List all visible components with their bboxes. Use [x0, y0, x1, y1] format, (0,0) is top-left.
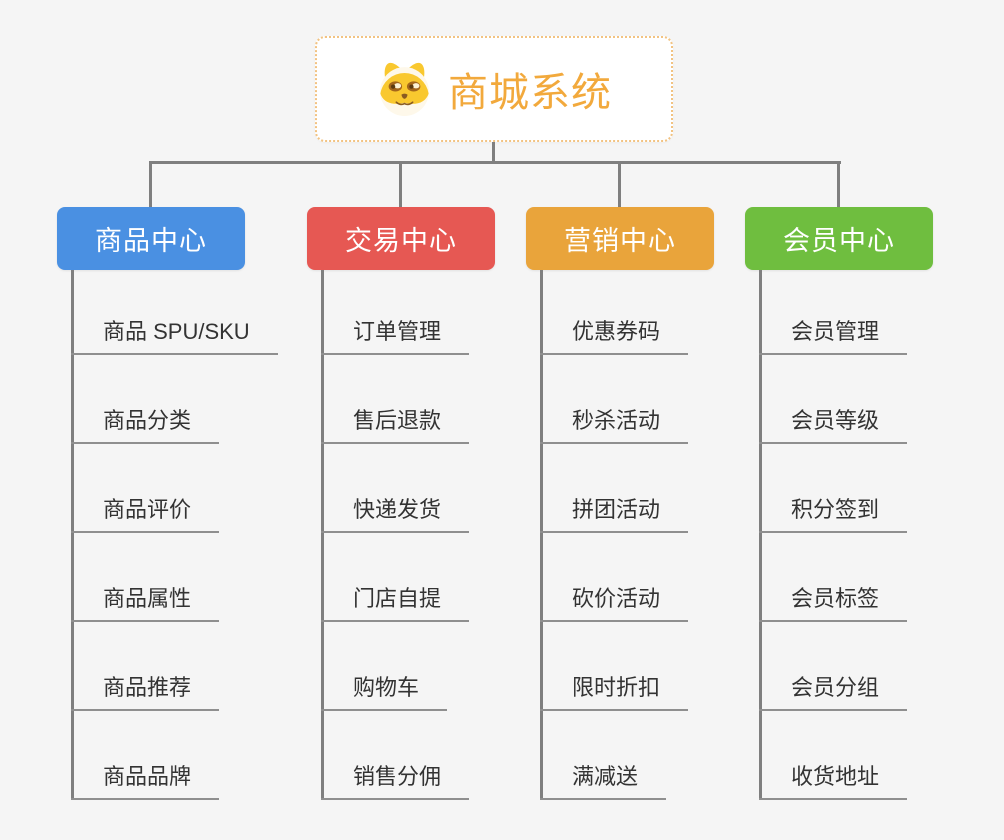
leaf-topic[interactable]: 商品分类: [71, 406, 220, 444]
leaf-topic[interactable]: 快递发货: [321, 495, 470, 533]
leaf-topic[interactable]: 商品属性: [71, 584, 220, 622]
connector-branch-trunk: [759, 270, 762, 800]
doge-face-icon: [380, 62, 429, 116]
connector-branch-trunk: [71, 270, 74, 800]
branch-column: 营销中心 优惠券码秒杀活动拼团活动砍价活动限时折扣满减送: [526, 161, 786, 827]
leaf-topic[interactable]: 限时折扣: [540, 673, 689, 711]
connector-branch-trunk: [321, 270, 324, 800]
leaf-topic[interactable]: 商品评价: [71, 495, 220, 533]
leaf-topic[interactable]: 会员等级: [759, 406, 908, 444]
branch-topic-label: 交易中心: [345, 226, 457, 256]
branch-column: 会员中心 会员管理会员等级积分签到会员标签会员分组收货地址: [745, 161, 1004, 827]
leaf-topic[interactable]: 商品品牌: [71, 762, 220, 800]
leaf-topic[interactable]: 优惠券码: [540, 317, 689, 355]
connector-branch-drop: [399, 161, 402, 207]
branch-topic-label: 商品中心: [95, 226, 207, 256]
leaf-topic[interactable]: 秒杀活动: [540, 406, 689, 444]
leaf-topic[interactable]: 会员分组: [759, 673, 908, 711]
connector-branch-drop: [618, 161, 621, 207]
connector-branch-drop: [149, 161, 152, 207]
connector-root-stem: [492, 142, 495, 163]
branch-topic[interactable]: 交易中心: [307, 207, 495, 270]
connector-branch-drop: [837, 161, 840, 207]
leaf-topic[interactable]: 会员管理: [759, 317, 908, 355]
branch-topic[interactable]: 商品中心: [57, 207, 245, 270]
leaf-topic[interactable]: 砍价活动: [540, 584, 689, 622]
leaf-topic[interactable]: 满减送: [540, 762, 667, 800]
branch-topic[interactable]: 会员中心: [745, 207, 933, 270]
leaf-topic[interactable]: 售后退款: [321, 406, 470, 444]
connector-horizontal: [149, 161, 841, 164]
leaf-topic[interactable]: 收货地址: [759, 762, 908, 800]
leaf-topic[interactable]: 积分签到: [759, 495, 908, 533]
leaf-topic[interactable]: 订单管理: [321, 317, 470, 355]
root-topic-label: 商城系统: [448, 71, 612, 115]
leaf-topic[interactable]: 会员标签: [759, 584, 908, 622]
branch-column: 商品中心 商品 SPU/SKU 商品分类商品评价商品属性商品推荐商品品牌: [57, 161, 317, 827]
leaf-topic[interactable]: 门店自提: [321, 584, 470, 622]
branch-column: 交易中心 订单管理售后退款快递发货门店自提购物车销售分佣: [307, 161, 567, 827]
branch-topic-label: 营销中心: [564, 226, 676, 256]
leaf-topic[interactable]: 购物车: [321, 673, 448, 711]
leaf-topic[interactable]: 拼团活动: [540, 495, 689, 533]
leaf-topic[interactable]: 商品推荐: [71, 673, 220, 711]
leaf-topic[interactable]: 销售分佣: [321, 762, 470, 800]
branch-topic[interactable]: 营销中心: [526, 207, 714, 270]
connector-branch-trunk: [540, 270, 543, 800]
leaf-topic[interactable]: 商品 SPU/SKU: [71, 317, 278, 355]
branch-topic-label: 会员中心: [783, 226, 895, 256]
root-topic[interactable]: 商城系统: [315, 36, 673, 142]
